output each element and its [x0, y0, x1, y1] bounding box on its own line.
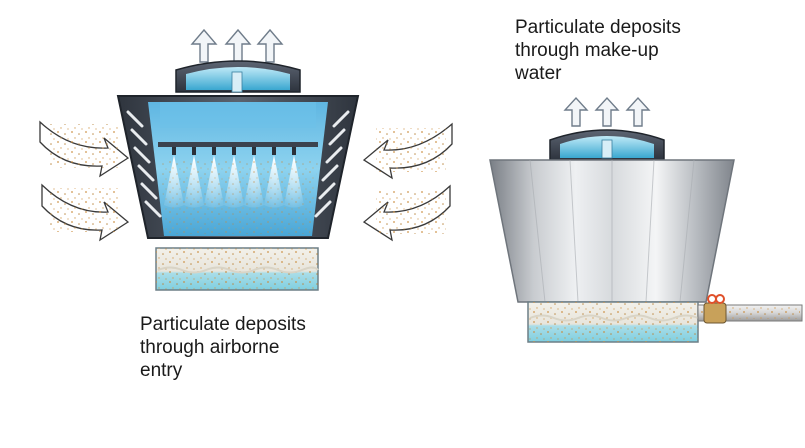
caption-makeup-water: Particulate deposits through make-up wat… [515, 16, 681, 85]
louvers-left [126, 110, 162, 218]
caption-makeup-water-line3: water [515, 63, 562, 84]
caption-makeup-water-line1: Particulate deposits [515, 17, 681, 38]
fan-hood [175, 60, 301, 93]
right-basin [527, 301, 699, 343]
fan-hood [549, 129, 665, 161]
exhaust-arrow-icon [563, 96, 651, 127]
distribution-pipe [158, 142, 318, 147]
caption-makeup-water-line2: through make-up [515, 40, 659, 61]
left-basin [155, 247, 319, 291]
left-cooling-tower [39, 28, 453, 291]
caption-airborne-entry: Particulate deposits through airborne en… [140, 313, 306, 382]
spray-nozzle-icon [172, 147, 296, 155]
make-up-water-pipe [697, 302, 803, 324]
valve-icon [707, 294, 725, 304]
exhaust-arrow-icon [190, 28, 284, 63]
caption-airborne-line3: entry [140, 360, 183, 381]
caption-airborne-line1: Particulate deposits [140, 314, 306, 335]
caption-airborne-line2: through airborne [140, 337, 280, 358]
right-cooling-tower [489, 96, 803, 343]
louvers-right [314, 110, 350, 218]
